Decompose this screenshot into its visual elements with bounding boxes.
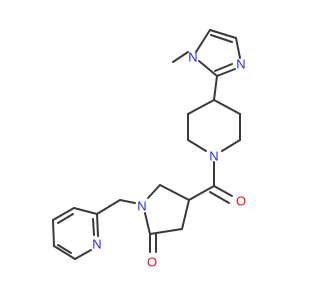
bond-n3-c2: [216, 68, 236, 77]
bond-n3-c2-double: [214, 63, 233, 72]
bond-pyr-n-c2: [144, 212, 151, 235]
bond-py-c4-c3-double: [57, 213, 74, 224]
bond-pip-c2-n: [221, 139, 241, 152]
bond-pip-n-c6: [187, 139, 207, 152]
piperidine-ring: [187, 99, 241, 152]
bond-methyl-n: [172, 51, 189, 63]
bond-n-ch2: [119, 199, 136, 204]
atom-o-carbonyl: O: [236, 194, 246, 209]
bond-pyr-c2-c3: [149, 228, 183, 235]
bond-py-c4-c3: [52, 207, 75, 221]
bond-py-c6-c5: [53, 245, 76, 260]
atom-n-imidazole-methyl: N: [188, 50, 197, 65]
atom-o-lactam: O: [147, 255, 157, 270]
structure-svg: N N N O N O N: [52, 29, 246, 270]
imidazole-ring: [172, 29, 241, 101]
bond-c2-n1: [198, 60, 218, 77]
bond-c4-n3: [235, 37, 241, 59]
bond-py-c2-n: [96, 213, 99, 237]
bond-pip-c5-c4: [187, 99, 215, 115]
bond-c-o-1: [213, 185, 233, 197]
bond-c5-c4-double: [210, 34, 233, 43]
bond-n1-c5: [195, 29, 211, 53]
atom-n-imidazole-ring: N: [236, 57, 245, 72]
pyridine-ring: [52, 199, 136, 260]
bond-pyr-c4-c5: [159, 184, 190, 201]
bond-py-c5-c4: [52, 219, 55, 247]
bond-ch2-pyridine: [96, 199, 121, 215]
bond-c5-c4: [209, 29, 237, 39]
molecule-diagram: N N N O N O N: [52, 29, 247, 270]
pyrrolidinone-ring: [144, 184, 190, 253]
atom-n-pyridine: N: [92, 237, 101, 252]
bond-py-c3-c2: [73, 207, 98, 215]
atom-n-piperidine: N: [209, 149, 218, 164]
bond-pip-c4-c3: [213, 99, 241, 115]
bond-py-c6-c5-double: [57, 244, 72, 254]
bond-py-n-c6: [74, 249, 92, 260]
bond-py-c2-n-double: [92, 218, 95, 236]
atom-n-pyrrolidinone: N: [137, 199, 146, 214]
bond-pyr-c5-n: [147, 184, 161, 199]
bond-imidazole-piperidine: [213, 75, 218, 101]
bond-pyr-c3-c4: [181, 199, 190, 230]
bond-c-o-2: [209, 191, 230, 204]
bond-carbonyl-ring: [188, 185, 215, 201]
amide-carbonyl: [188, 161, 233, 204]
